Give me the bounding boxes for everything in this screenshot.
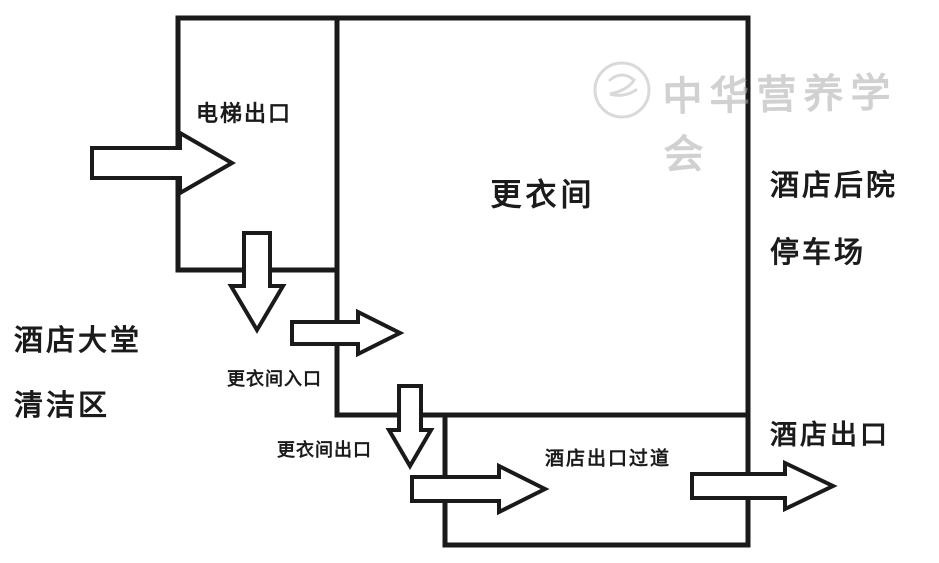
- arrow-right-hotel-exit-icon: [690, 459, 838, 513]
- arrow-right-changing-room-entrance-icon: [290, 308, 405, 358]
- changing-room-exit-label: 更衣间出口: [277, 440, 372, 461]
- arrow-down-from-elevator-exit-icon: [227, 231, 287, 334]
- hotel-exit-label: 酒店出口: [770, 420, 890, 451]
- elevator-exit-label: 电梯出口: [196, 102, 293, 127]
- backyard-label-line1: 酒店后院: [770, 168, 899, 202]
- cleaning-area-label: 清洁区: [14, 388, 111, 422]
- arrow-right-passage-icon: [410, 462, 550, 516]
- watermark-seal-icon: [593, 61, 651, 119]
- changing-room-label: 更衣间: [490, 177, 596, 214]
- parking-lot-label: 停车场: [770, 235, 867, 269]
- exit-passage-label: 酒店出口过道: [544, 447, 672, 470]
- arrow-right-into-elevator-area-icon: [90, 129, 237, 197]
- arrow-down-changing-room-exit-icon: [385, 384, 435, 470]
- changing-room-entrance-label: 更衣间入口: [227, 369, 322, 390]
- watermark-text: 中华营养学会: [662, 69, 898, 179]
- hotel-lobby-label: 酒店大堂: [14, 323, 143, 357]
